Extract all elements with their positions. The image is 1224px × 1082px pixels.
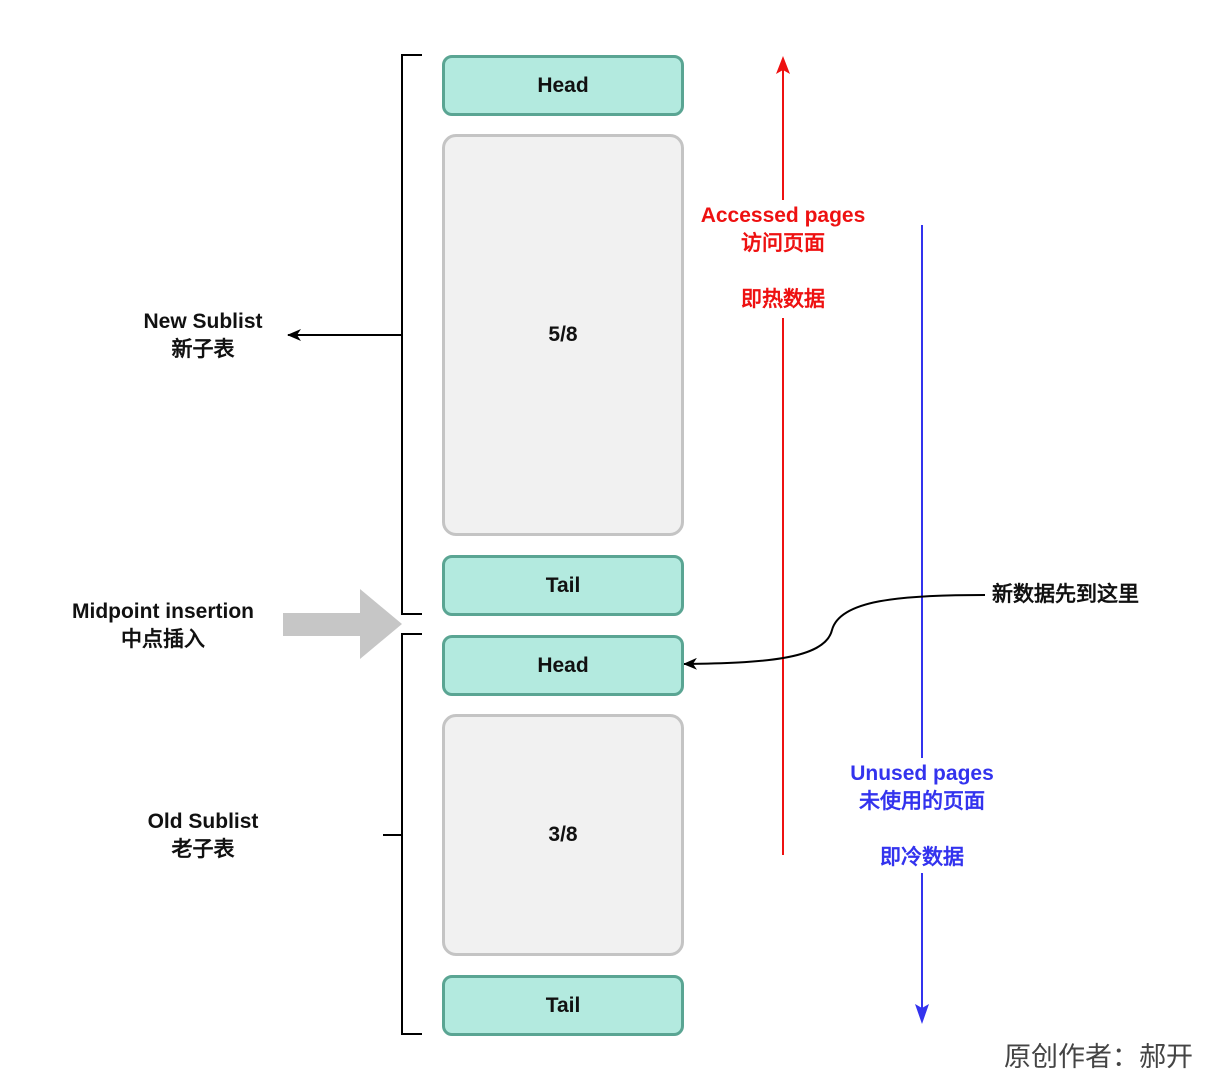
new-sublist-label-zh: 新子表 — [171, 338, 235, 361]
old-sublist-label: Old Sublist 老子表 — [113, 808, 293, 864]
old-sublist-head: Head — [442, 635, 684, 696]
unused-cold-label: 即冷数据 — [880, 846, 964, 869]
new-data-connector — [683, 594, 986, 670]
old-sublist-body: 3/8 — [442, 714, 684, 956]
accessed-label-zh: 访问页面 — [741, 232, 825, 255]
new-sublist-head-label: Head — [537, 73, 589, 97]
new-sublist-tail: Tail — [442, 555, 684, 616]
new-sublist-body: 5/8 — [442, 134, 684, 536]
new-sublist-label: New Sublist 新子表 — [113, 308, 293, 364]
old-sublist-label-zh: 老子表 — [171, 838, 235, 861]
unused-label-en: Unused pages — [850, 762, 994, 785]
new-sublist-bracket — [401, 54, 422, 615]
midpoint-insertion-arrow — [283, 589, 402, 659]
accessed-pages-label: Accessed pages 访问页面 即热数据 — [683, 202, 883, 314]
new-sublist-head: Head — [442, 55, 684, 116]
author-credit: 原创作者：郝开 — [1004, 1042, 1193, 1072]
unused-pages-label: Unused pages 未使用的页面 即冷数据 — [822, 760, 1022, 872]
accessed-hot-label: 即热数据 — [741, 288, 825, 311]
accessed-arrow-head — [776, 56, 790, 74]
old-sublist-label-en: Old Sublist — [147, 810, 259, 833]
midpoint-label-en: Midpoint insertion — [72, 600, 254, 623]
accessed-label-en: Accessed pages — [700, 204, 866, 227]
new-data-note: 新数据先到这里 — [992, 583, 1139, 606]
old-sublist-bracket — [401, 633, 422, 1035]
midpoint-insertion-label: Midpoint insertion 中点插入 — [43, 598, 283, 654]
new-sublist-tail-label: Tail — [545, 573, 581, 597]
old-sublist-tail-label: Tail — [545, 993, 581, 1017]
old-sublist-fraction: 3/8 — [548, 823, 578, 846]
unused-arrow-head — [915, 1004, 929, 1024]
unused-label-zh: 未使用的页面 — [859, 790, 985, 813]
midpoint-label-zh: 中点插入 — [121, 628, 205, 651]
old-sublist-tail: Tail — [442, 975, 684, 1036]
new-sublist-label-en: New Sublist — [143, 310, 263, 333]
new-sublist-fraction: 5/8 — [548, 323, 578, 346]
old-sublist-head-label: Head — [537, 653, 589, 677]
